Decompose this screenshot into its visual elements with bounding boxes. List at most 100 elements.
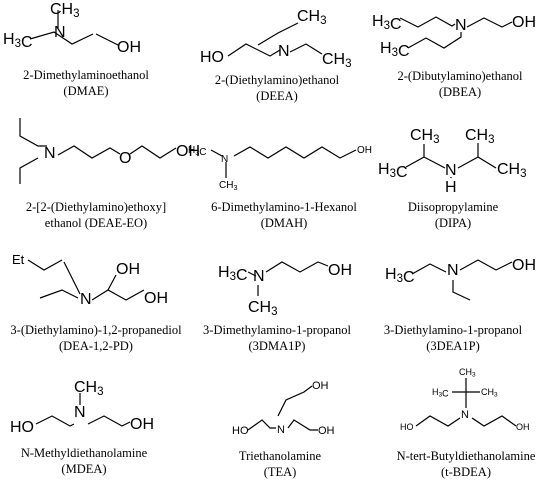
molecule-name: N-tert-Butyldiethanolamine [397,449,536,463]
molecule-name: 2-[2-(Diethylamino)ethoxy] [26,200,166,214]
molecule-3dea1p: H3C N OH 3-Diethylamino-1-propanol (3DEA… [384,257,536,353]
atom-label: HO [200,49,224,66]
bond-chain-2 [129,145,177,159]
molecule-name: 2-(Dibutylamino)ethanol [398,69,523,83]
bond-isopropyl-right [477,143,497,169]
atom-label: HO [400,422,414,432]
molecule-dea-12-pd: Et OH N OH 3-(Diethylamino)-1,2-propaned… [10,252,182,353]
atom-label: H3C [385,266,415,286]
molecule-abbreviation: (t-BDEA) [441,465,491,479]
bond-ethyl-upper [411,263,447,275]
molecule-name: Diisopropylamine [408,200,499,214]
atom-label: H [445,179,457,196]
atom-label: CH3 [297,8,327,27]
molecule-dmae: CH3 N H3C OH 2-Dimethylaminoethanol (DMA… [3,1,149,98]
atom-label: H3C [380,40,410,60]
atom-label: HO [10,419,34,436]
atom-label: H3C [432,387,449,399]
molecule-abbreviation: (DMAH) [261,216,308,230]
bond-ethyl-lower [19,157,39,184]
atom-label: OH [312,380,329,392]
bond-chain-1 [57,145,121,159]
atom-label: N [461,409,469,421]
bond-ethyl-lower [452,280,471,301]
bond-butyl-lower [407,32,462,49]
atom-label: OH [144,290,168,307]
molecule-abbreviation: (3DMA1P) [249,339,306,353]
atom-label: OH [117,39,141,56]
molecule-deea: CH3 HO N CH3 2-(Diethylamino)ethanol (DE… [200,8,352,103]
atom-label: N [221,154,228,165]
atom-label: CH3 [481,387,498,399]
molecule-abbreviation: ethanol (DEAE-EO) [45,216,147,230]
atom-label: N [447,262,459,279]
molecule-name: 3-Dimethylamino-1-propanol [203,323,351,337]
atom-label: OH [516,422,530,432]
atom-label: OH [357,145,372,156]
atom-label: OH [512,14,536,31]
atom-text: Et [12,252,25,267]
bond-ethyl-right [289,43,323,55]
molecule-dipa: CH3 CH3 H3C N CH3 H Diisopropylamine (DI… [378,127,527,230]
atom-label: N [44,145,56,162]
bond-ethanol [466,17,513,28]
atom-label: H3C [188,145,206,158]
bond-ethanol-left [35,415,75,427]
bond-methyl-left [210,149,223,157]
molecule-deae-eo: N O OH 2-[2-(Diethylamino)ethoxy] ethano… [19,118,200,230]
bond-isopropyl-left [405,144,425,168]
atom-label: CH3 [459,367,476,379]
molecule-mdea: CH3 HO N OH N-Methyldiethanolamine (MDEA… [10,379,154,476]
bond-ethyl-lower [39,289,79,299]
molecule-abbreviation: (DEEA) [256,89,298,103]
atom-label: CH3 [219,180,237,192]
atom-label: N [74,404,86,421]
molecule-name: 2-Dimethylaminoethanol [23,68,149,82]
molecule-name: 6-Dimethylamino-1-Hexanol [211,200,357,214]
atom-label: N [277,424,285,436]
molecule-abbreviation: (TEA) [264,465,297,479]
molecule-3dma1p: H3C N OH CH3 3-Dimethylamino-1-propanol … [203,261,352,353]
bond-butyl-upper [399,16,456,28]
atom-label: CH3 [248,299,278,318]
bond-ethyl-up [257,22,299,46]
atom-label: CH3 [322,51,352,70]
bond-hexyl-chain [233,146,357,159]
molecule-name: 3-Diethylamino-1-propanol [384,323,523,337]
atom-label: HO [232,425,249,437]
molecule-abbreviation: (MDEA) [61,462,106,476]
molecule-name: Triethanolamine [239,449,322,463]
bond-oh [95,33,119,46]
atom-label: CH3 [465,127,495,146]
atom-label: CH3 [497,161,527,180]
molecule-dbea: H3C N OH H3C 2-(Dibutylamino)ethanol (DB… [372,13,536,99]
molecule-name: 2-(Diethylamino)ethanol [215,73,340,87]
atom-label: O [119,150,131,167]
molecule-abbreviation: (3DEA1P) [426,339,479,353]
bond-ethyl-upper [27,259,63,271]
bond-methyl-left [247,271,257,277]
atom-label: OH [318,425,335,437]
bond-chain [29,31,94,45]
atom-label: N [253,268,265,285]
bond-oh-2 [107,274,117,291]
atom-label: H3C [372,13,402,33]
bond-propanediol [91,289,145,301]
bond-ethanol-right [287,419,318,431]
atom-label: OH [328,262,352,279]
atom-label: H3C [378,161,408,181]
atom-label: H3C [218,264,248,284]
molecule-abbreviation: (DMAE) [63,84,108,98]
bond-ethanol-up [277,385,313,417]
atom-label: CH3 [74,379,104,398]
molecule-abbreviation: (DIPA) [435,216,471,230]
bond-ethanol-right [87,415,131,427]
bond-ethyl-n [63,261,81,295]
molecule-t-bdea: CH3 H3C CH3 HO N OH N-tert-Butyldiethano… [397,367,536,479]
bond-ethanol-left [247,419,276,431]
atom-label: N [445,162,457,179]
atom-label: OH [512,257,536,274]
bond-chain [227,43,281,57]
molecule-abbreviation: (DEA-1,2-PD) [59,339,133,353]
